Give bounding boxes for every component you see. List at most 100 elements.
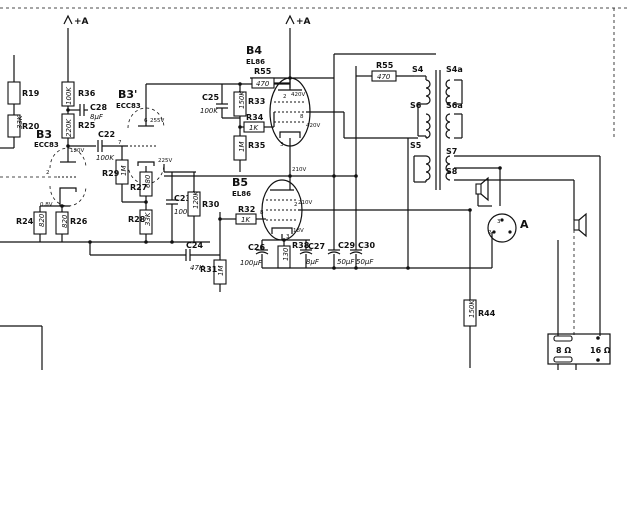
resistor-r38: 130 R38 <box>277 240 310 269</box>
capacitor-c30: C30 50µF <box>349 241 375 268</box>
svg-text:R28: R28 <box>128 215 146 224</box>
svg-text:50µF: 50µF <box>337 258 355 266</box>
svg-text:220K: 220K <box>65 118 73 137</box>
tube-b4-type: EL86 <box>246 58 265 66</box>
resistor-r35: 1M R35 <box>233 127 266 172</box>
tube-b3-type: ECC83 <box>34 141 59 149</box>
socket-label: A <box>520 218 529 231</box>
svg-text:680: 680 <box>144 174 152 188</box>
svg-text:8µF: 8µF <box>90 113 104 121</box>
svg-text:8: 8 <box>260 210 264 216</box>
svg-text:R26: R26 <box>70 217 88 226</box>
svg-text:1M: 1M <box>120 166 128 177</box>
svg-text:100K: 100K <box>200 107 219 115</box>
b4-screen-voltage: 420V <box>306 123 320 129</box>
svg-text:S5: S5 <box>410 141 422 150</box>
svg-text:470: 470 <box>256 80 270 88</box>
tube-b5-ref: B5 <box>232 176 248 189</box>
svg-text:S4: S4 <box>412 65 424 74</box>
resistor-r33: 150K R33 <box>233 84 265 127</box>
b5-cathode-voltage: 18V <box>293 228 304 234</box>
svg-text:R33: R33 <box>248 97 265 106</box>
b3b-cathode-voltage: 225V <box>158 158 172 164</box>
svg-text:2: 2 <box>283 94 287 100</box>
resistor-r37: R55 470 <box>251 67 275 89</box>
resistor-r29: 1M R29 <box>102 146 129 202</box>
svg-text:1M: 1M <box>238 142 246 153</box>
svg-text:R20: R20 <box>22 122 40 131</box>
svg-text:C23: C23 <box>174 194 191 203</box>
svg-text:150K: 150K <box>468 299 476 318</box>
tube-b3-ref: B3 <box>36 128 52 141</box>
tube-b3: B3 ECC83 2 <box>34 128 87 207</box>
svg-text:100K: 100K <box>96 154 115 162</box>
capacitor-c23: C23 100 <box>166 172 191 242</box>
svg-text:3: 3 <box>497 219 501 225</box>
svg-text:C24: C24 <box>186 241 203 250</box>
svg-text:S4a: S4a <box>446 65 463 74</box>
svg-text:130: 130 <box>282 247 290 261</box>
resistor-r27: 680 R27 <box>130 171 153 197</box>
svg-text:820: 820 <box>61 214 69 228</box>
svg-text:R32: R32 <box>238 205 255 214</box>
svg-text:R36: R36 <box>78 89 96 98</box>
resistor-r34: R34 1K <box>243 113 265 133</box>
svg-text:C29: C29 <box>338 241 355 250</box>
svg-text:100K: 100K <box>65 86 73 105</box>
capacitor-c27: C27 8µF <box>299 240 325 268</box>
capacitor-c29: C29 50µF <box>327 241 355 268</box>
svg-text:8: 8 <box>300 114 304 120</box>
svg-text:C25: C25 <box>202 93 219 102</box>
svg-text:S6a: S6a <box>446 101 463 110</box>
svg-text:R25: R25 <box>78 121 96 130</box>
svg-text:33K: 33K <box>144 211 152 226</box>
output-transformer: S4 S4a S6 S6a S5 S7 S8 <box>410 65 463 190</box>
svg-text:2: 2 <box>294 202 298 208</box>
resistor-r20: 33K R20 <box>0 104 40 149</box>
svg-text:R24: R24 <box>16 217 34 226</box>
svg-text:2: 2 <box>488 230 492 236</box>
svg-text:100µF: 100µF <box>240 259 263 267</box>
svg-text:8µF: 8µF <box>306 258 320 266</box>
resistor-r31: 1M R31 <box>200 255 227 292</box>
svg-text:S7: S7 <box>446 147 457 156</box>
resistor-r26: 820 R26 <box>55 206 88 242</box>
junction-dots <box>60 76 502 270</box>
resistor-r24: 820 R24 <box>16 206 47 242</box>
tube-b5-type: EL86 <box>232 190 251 198</box>
svg-text:2: 2 <box>46 170 50 176</box>
b3b-plate-voltage: 255V <box>150 118 164 124</box>
impedance-selector: 8 Ω 16 Ω <box>547 333 611 365</box>
resistor-r55: R55 470 <box>371 61 397 82</box>
b3-plate-voltage: 120V <box>70 148 84 154</box>
svg-text:7: 7 <box>118 140 122 146</box>
tap-16-ohm: 16 Ω <box>590 346 611 355</box>
svg-text:S6: S6 <box>410 101 422 110</box>
svg-text:R55: R55 <box>376 61 394 70</box>
resistor-r19: R19 <box>7 55 40 105</box>
svg-text:C28: C28 <box>90 103 107 112</box>
svg-text:R35: R35 <box>248 141 266 150</box>
output-socket-a: 3 2 A <box>487 213 529 243</box>
tube-b4-ref: B4 <box>246 44 262 57</box>
capacitor-c28: C28 8µF <box>68 103 107 121</box>
svg-text:S8: S8 <box>446 167 458 176</box>
svg-text:R44: R44 <box>478 309 496 318</box>
svg-text:R55: R55 <box>254 67 272 76</box>
svg-text:R34: R34 <box>246 113 264 122</box>
capacitor-c25: C25 100K <box>200 84 228 118</box>
svg-text:120K: 120K <box>192 190 200 209</box>
svg-text:150K: 150K <box>238 90 246 109</box>
svg-text:3: 3 <box>280 142 284 148</box>
svg-text:R29: R29 <box>102 169 120 178</box>
svg-text:470: 470 <box>377 73 391 81</box>
capacitor-c26: C26 100µF <box>240 240 269 268</box>
svg-text:R30: R30 <box>202 200 220 209</box>
svg-text:1K: 1K <box>241 216 251 224</box>
svg-text:R38: R38 <box>292 241 310 250</box>
supply-label-left: +A <box>74 17 89 27</box>
svg-text:C22: C22 <box>98 130 115 139</box>
svg-text:100: 100 <box>174 208 188 216</box>
svg-text:C26: C26 <box>248 243 265 252</box>
b5-plate-voltage: 210V <box>298 200 312 206</box>
